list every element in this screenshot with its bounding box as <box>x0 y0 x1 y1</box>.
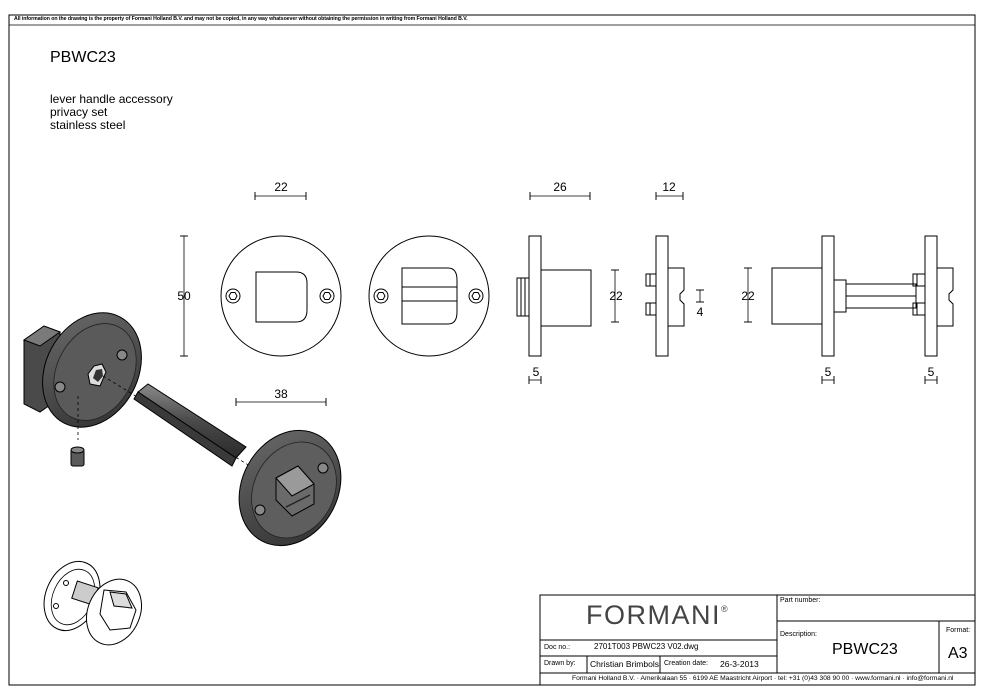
exploded-isometric-view <box>22 312 342 547</box>
dim-22-assembly: 22 <box>741 289 755 303</box>
logo-registered-mark: ® <box>721 604 728 614</box>
title-block-frame <box>539 594 976 686</box>
description-line: stainless steel <box>50 118 126 132</box>
dim-5-assembly-right: 5 <box>928 365 935 379</box>
description-value: PBWC23 <box>832 641 898 658</box>
logo-text: FORMANI <box>586 600 721 630</box>
dim-22-side: 22 <box>609 289 623 303</box>
product-description: lever handle accessory privacy set stain… <box>50 93 173 132</box>
drawn-by-value: Christian Brimbols <box>590 659 659 669</box>
format-label: Format: <box>946 627 971 634</box>
description-line: lever handle accessory <box>50 92 173 106</box>
rose-view-indicator <box>368 235 490 357</box>
doc-no-label: Doc no.: <box>544 644 571 651</box>
creation-date-value: 26-3-2013 <box>720 659 759 669</box>
side-view-indicator <box>645 235 685 357</box>
description-line: privacy set <box>50 105 108 119</box>
company-footer: Formani Holland B.V. · Amerikalaan 55 · … <box>572 675 954 682</box>
dim-12: 12 <box>662 180 676 194</box>
assembly-view <box>771 235 954 357</box>
sheet-border <box>8 14 976 686</box>
doc-no-value: 2701T003 PBWC23 V02.dwg <box>594 642 699 651</box>
part-number-label: Part number: <box>780 597 821 604</box>
description-label: Description: <box>780 631 817 638</box>
dim-26: 26 <box>553 180 567 194</box>
side-view-knob <box>516 235 592 357</box>
product-code: PBWC23 <box>50 49 116 66</box>
format-value: A3 <box>948 645 968 662</box>
dim-4: 4 <box>697 305 704 319</box>
copyright-notice: All information on the drawing is the pr… <box>14 16 468 22</box>
dim-5-side: 5 <box>533 365 540 379</box>
rose-view-front <box>220 235 342 357</box>
dim-22-top: 22 <box>274 180 288 194</box>
perspective-thumbnail <box>43 560 142 646</box>
formani-logo: FORMANI® <box>586 600 728 631</box>
drawn-by-label: Drawn by: <box>544 660 576 667</box>
dim-50: 50 <box>177 289 191 303</box>
creation-date-label: Creation date: <box>664 660 708 667</box>
dim-5-assembly-left: 5 <box>825 365 832 379</box>
dim-38: 38 <box>274 387 288 401</box>
